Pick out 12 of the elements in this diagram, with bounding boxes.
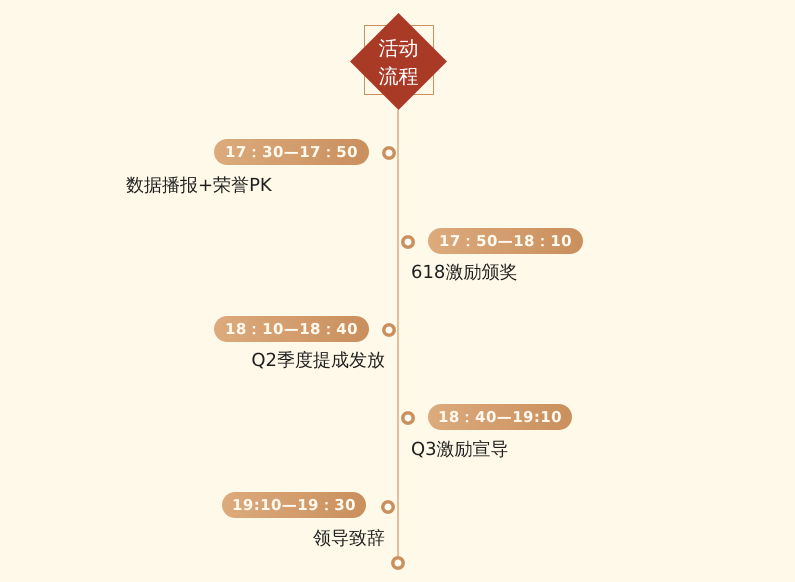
event-label: 领导致辞 [313,528,385,550]
time-pill: 19:10—19：30 [222,492,366,518]
title-text: 活动流程 [378,34,420,90]
event-label: Q3激励宣导 [411,439,509,461]
title-diamond [350,13,447,110]
time-pill: 18：40—19:10 [428,404,572,430]
event-label: 618激励颁奖 [411,262,518,284]
time-pill: 17：30—17：50 [214,139,369,165]
event-label: Q2季度提成发放 [251,350,385,372]
event-label: 数据播报+荣誉PK [126,175,272,197]
time-pill: 17：50—18：10 [428,228,583,254]
time-pill: 18：10—18：40 [214,316,369,342]
